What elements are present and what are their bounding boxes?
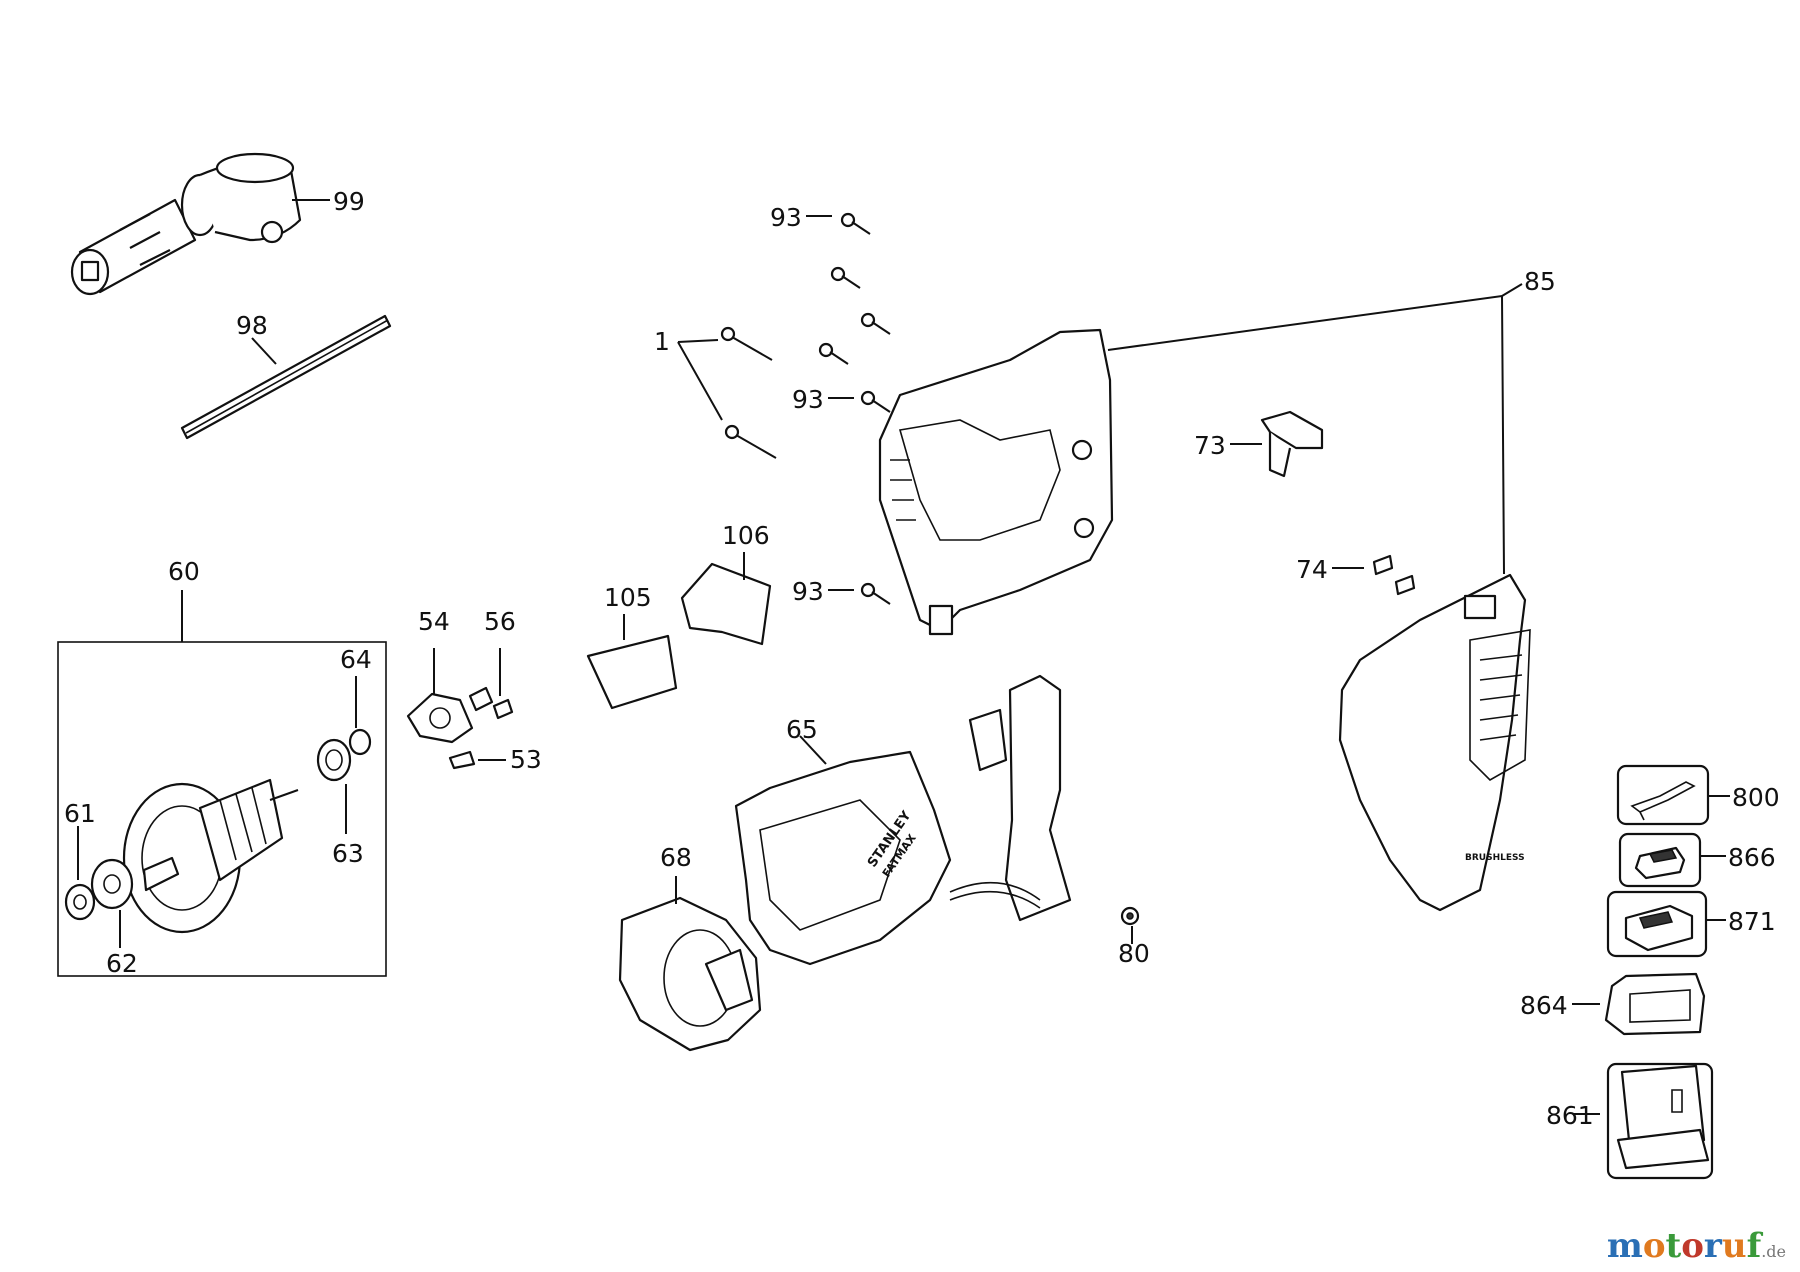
- leader-85: [1107, 283, 1523, 575]
- insert-tray-864-part: [1604, 972, 1706, 1036]
- label-93c: 93: [792, 577, 824, 606]
- watermark-letter: t: [1665, 1226, 1682, 1266]
- label-861: 861: [1546, 1101, 1594, 1130]
- label-65: 65: [786, 715, 818, 744]
- label-99: 99: [333, 187, 365, 216]
- leader-98: [251, 337, 277, 365]
- depth-rod-part: [180, 314, 392, 440]
- label-864: 864: [1520, 991, 1568, 1020]
- charger-871-box: [1606, 890, 1708, 958]
- watermark-text: motoruf: [1607, 1226, 1761, 1266]
- watermark-letter: f: [1746, 1226, 1762, 1266]
- housing-left-half-part: [878, 328, 1114, 636]
- label-105: 105: [604, 583, 652, 612]
- label-56: 56: [484, 607, 516, 636]
- watermark-letter: r: [1703, 1226, 1722, 1266]
- watermark-letter: m: [1606, 1226, 1643, 1266]
- switch-button-part: [1260, 410, 1324, 478]
- watermark-letter: o: [1681, 1226, 1704, 1266]
- screw-80-part: [1120, 906, 1140, 926]
- brushless-emboss: BRUSHLESS: [1465, 853, 1525, 863]
- armature-part: [122, 778, 299, 934]
- motoruf-watermark: motoruf.de: [1607, 1226, 1786, 1266]
- carry-case-861-box: [1606, 1062, 1714, 1180]
- label-800: 800: [1732, 783, 1780, 812]
- label-74: 74: [1296, 555, 1328, 584]
- battery-866-box: [1618, 832, 1702, 888]
- label-93a: 93: [770, 203, 802, 232]
- label-54: 54: [418, 607, 450, 636]
- armature-kit-box: [57, 641, 387, 977]
- label-98: 98: [236, 311, 268, 340]
- wiring-switch-assembly-part: [949, 674, 1072, 922]
- washer-62-part: [90, 858, 134, 910]
- side-handle-part: [70, 152, 302, 296]
- accessory-800-box: [1616, 764, 1710, 826]
- label-plate-106-part: [680, 562, 772, 646]
- label-871: 871: [1728, 907, 1776, 936]
- bearing-63-part: [316, 738, 352, 782]
- clip-53-part: [448, 750, 476, 770]
- label-80: 80: [1118, 939, 1150, 968]
- watermark-letter: o: [1642, 1226, 1666, 1266]
- watermark-letter: u: [1721, 1226, 1747, 1266]
- contact-pads-part: [1372, 554, 1416, 596]
- label-62: 62: [106, 949, 138, 978]
- label-866: 866: [1728, 843, 1776, 872]
- screw-parts: [720, 212, 891, 605]
- washer-61-part: [64, 883, 96, 921]
- watermark-suffix: .de: [1761, 1242, 1786, 1261]
- label-64: 64: [340, 645, 372, 674]
- label-1: 1: [654, 327, 670, 356]
- screw-56-part: [468, 686, 514, 720]
- label-plate-105-part: [586, 634, 678, 710]
- label-106: 106: [722, 521, 770, 550]
- label-85: 85: [1524, 267, 1556, 296]
- nut-64-part: [348, 728, 372, 756]
- brush-holder-part: [406, 692, 474, 744]
- leader-1: [677, 339, 723, 421]
- end-cap-part: [618, 896, 762, 1052]
- housing-right-half-part: BRUSHLESS: [1338, 573, 1531, 912]
- label-60: 60: [168, 557, 200, 586]
- label-93b: 93: [792, 385, 824, 414]
- label-63: 63: [332, 839, 364, 868]
- label-53: 53: [510, 745, 542, 774]
- label-73: 73: [1194, 431, 1226, 460]
- label-61: 61: [64, 799, 96, 828]
- motor-housing-part: STANLEY FATMAX: [734, 750, 952, 966]
- label-68: 68: [660, 843, 692, 872]
- leader-65: [799, 735, 827, 765]
